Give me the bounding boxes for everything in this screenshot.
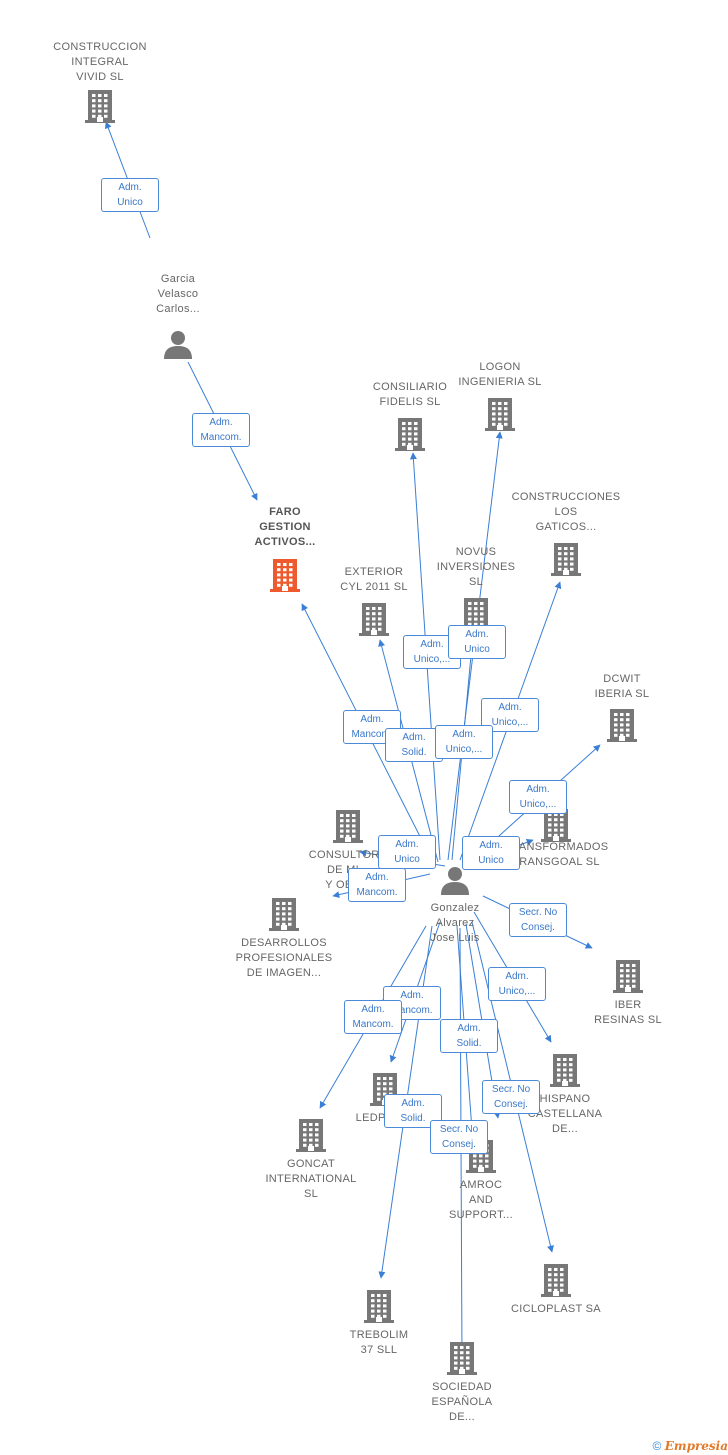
relation-label[interactable]: Adm.Mancom.	[348, 868, 406, 902]
person-icon[interactable]	[163, 330, 193, 365]
building-icon[interactable]	[541, 807, 571, 848]
building-icon[interactable]	[395, 416, 425, 457]
copyright-symbol: ©	[652, 1439, 662, 1453]
building-icon[interactable]	[333, 808, 363, 849]
building-icon[interactable]	[364, 1288, 394, 1329]
building-icon[interactable]	[269, 896, 299, 937]
relation-label[interactable]: Adm.Unico	[101, 178, 159, 212]
building-icon[interactable]	[551, 541, 581, 582]
building-icon[interactable]	[550, 1052, 580, 1093]
relation-label[interactable]: Adm.Solid.	[440, 1019, 498, 1053]
relation-label[interactable]: Adm.Mancom.	[344, 1000, 402, 1034]
building-icon[interactable]	[485, 396, 515, 437]
relation-label[interactable]: Adm.Solid.	[385, 728, 443, 762]
relation-label[interactable]: Adm.Mancom.	[343, 710, 401, 744]
relation-label[interactable]: Adm.Unico	[378, 835, 436, 869]
building-icon[interactable]	[85, 88, 115, 129]
footer-brand: © Empresia	[653, 1439, 728, 1453]
relation-label[interactable]: Adm.Unico,...	[435, 725, 493, 759]
building-icon[interactable]	[296, 1117, 326, 1158]
relation-label[interactable]: Adm.Unico	[462, 836, 520, 870]
building-icon[interactable]	[607, 707, 637, 748]
person-icon[interactable]	[440, 866, 470, 901]
relation-label[interactable]: Adm.Mancom.	[192, 413, 250, 447]
node-label: CICLOPLAST SA	[511, 1303, 601, 1315]
building-icon[interactable]	[359, 601, 389, 642]
relation-label[interactable]: Adm.Unico	[448, 625, 506, 659]
brand-logo: Empresia	[664, 1439, 728, 1453]
relation-label[interactable]: Adm.Unico,...	[509, 780, 567, 814]
building-icon[interactable]	[613, 958, 643, 999]
relation-label[interactable]: Adm.Unico,...	[488, 967, 546, 1001]
building-icon[interactable]	[541, 1262, 571, 1303]
building-icon[interactable]	[447, 1340, 477, 1381]
building-icon[interactable]	[270, 557, 300, 598]
